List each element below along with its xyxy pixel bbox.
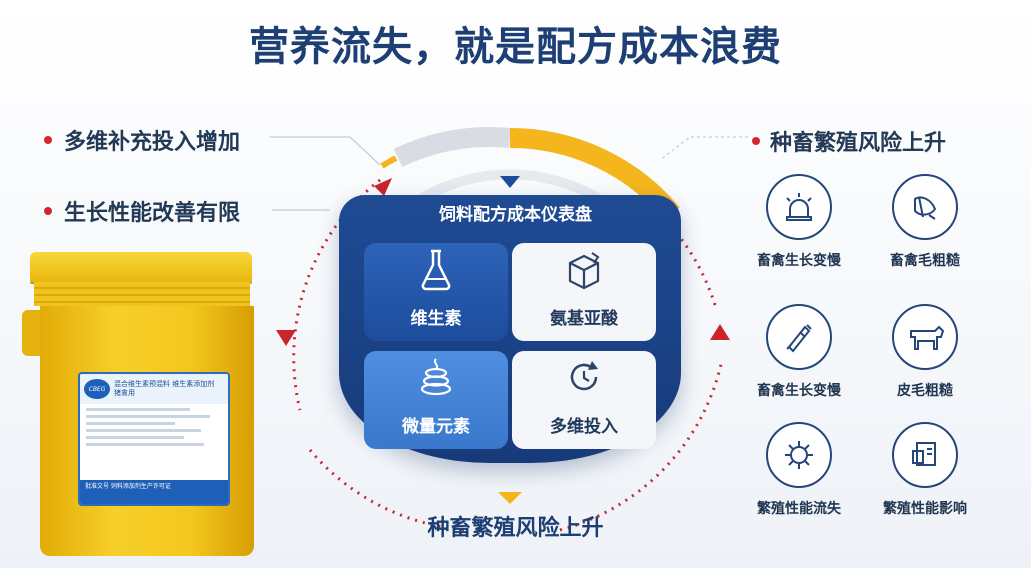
tile-label: 多维投入 (550, 417, 618, 437)
label-footer: 批准文号 饲料添加剂生产许可证 (80, 480, 228, 504)
brand-logo: CBEG (84, 379, 110, 399)
feather-icon (892, 174, 958, 240)
label-line-2: 猪禽用 (114, 389, 135, 397)
bucket-lid (30, 252, 252, 282)
syringe-icon (766, 304, 832, 370)
coil-icon (414, 355, 458, 404)
right-section-heading: 种畜繁殖风险上升 (752, 125, 946, 157)
bullet-text: 多维补充投入增加 (64, 130, 241, 155)
risk-label: 繁殖性能流失 (757, 501, 841, 517)
gauge-ring (276, 127, 730, 532)
tile-trace-elements: 微量元素 (364, 351, 508, 449)
risk-label: 畜禽生长变慢 (757, 383, 841, 399)
bullet-cost-increase: 多维补充投入增加 (44, 124, 240, 156)
report-icon (892, 422, 958, 488)
cow-icon (892, 304, 958, 370)
virus-icon (766, 422, 832, 488)
tile-multi-vitamin-input: 多维投入 (512, 351, 656, 449)
product-label: CBEG 混合维生素预混料 维生素添加剂 猪禽用 批准文号 饲料添加剂生产许可证 (78, 372, 230, 506)
bullet-dot (44, 207, 52, 215)
tile-amino-acids: 氨基亚酸 (512, 243, 656, 341)
tile-label: 微量元素 (402, 417, 470, 437)
tile-label: 维生素 (410, 309, 462, 329)
risk-item-slow-growth-2: 畜禽生长变慢 (749, 304, 849, 400)
dashboard-title: 饲料配方成本仪表盘 (439, 205, 592, 225)
bullet-limited-improvement: 生长性能改善有限 (44, 195, 240, 227)
risk-item-rough-coat: 畜禽毛粗糙 (875, 174, 975, 270)
page-title: 营养流失，就是配方成本浪费 (249, 24, 782, 70)
bucket-handle (22, 310, 44, 356)
bullet-text: 生长性能改善有限 (64, 201, 241, 226)
risk-item-rough-hide: 皮毛粗糙 (875, 304, 975, 400)
bottom-risk-label: 种畜繁殖风险上升 (427, 516, 604, 541)
bucket-rim (34, 282, 250, 306)
right-heading-text: 种畜繁殖风险上升 (770, 131, 947, 156)
risk-item-slow-growth: 畜禽生长变慢 (749, 174, 849, 270)
risk-label: 畜禽毛粗糙 (890, 253, 960, 269)
risk-item-reproduction-loss: 繁殖性能流失 (749, 422, 849, 518)
risk-item-reproduction-impact: 繁殖性能影响 (875, 422, 975, 518)
refresh-icon (562, 355, 606, 404)
tile-vitamins: 维生素 (364, 243, 508, 341)
risk-label: 畜禽生长变慢 (757, 253, 841, 269)
tile-label: 氨基亚酸 (550, 309, 618, 329)
label-line-1: 混合维生素预混料 维生素添加剂 (114, 380, 215, 388)
risk-label: 皮毛粗糙 (897, 383, 953, 399)
box-icon (562, 247, 606, 296)
alarm-light-icon (766, 174, 832, 240)
bullet-dot (752, 137, 760, 145)
flask-icon (416, 247, 456, 296)
bullet-dot (44, 136, 52, 144)
risk-label: 繁殖性能影响 (883, 501, 967, 517)
